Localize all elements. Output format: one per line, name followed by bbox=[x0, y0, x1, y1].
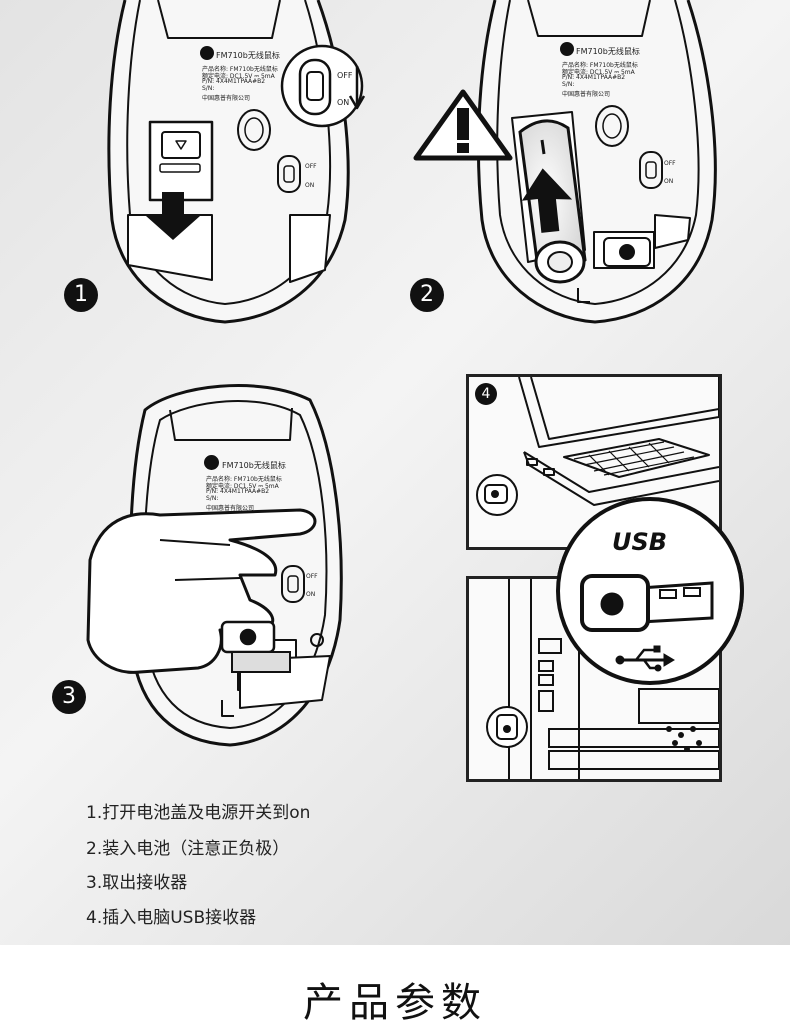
step2-label-line-4: S/N: bbox=[562, 81, 575, 88]
step4-laptop-box: 4 bbox=[466, 374, 722, 550]
instruction-1: 1.打开电池盖及电源开关到on bbox=[86, 803, 311, 823]
step3-receiver bbox=[220, 620, 291, 673]
instruction-panel: 4 bbox=[0, 0, 790, 945]
step2-label-line-2: 额定电流: DC1.5V ⎓ 5mA bbox=[562, 69, 635, 76]
step2-model-title: FM710b无线鼠标 bbox=[576, 47, 640, 56]
step3-switch-on: ON bbox=[306, 591, 316, 598]
step1-hp-logo bbox=[200, 46, 214, 60]
step1-label-line-5: 中国惠普有限公司 bbox=[202, 95, 251, 102]
zoom-switch-on: ON bbox=[337, 98, 350, 107]
step1-switch-off: OFF bbox=[305, 163, 317, 170]
step2-hp-logo bbox=[560, 42, 574, 56]
instruction-2: 2.装入电池（注意正负极） bbox=[86, 839, 290, 859]
zoom-switch-off: OFF bbox=[337, 71, 353, 80]
tower-svg bbox=[486, 579, 719, 779]
step2-up-arrow bbox=[521, 168, 573, 233]
step2-number: 2 bbox=[410, 278, 444, 312]
step4-number: 4 bbox=[475, 383, 497, 405]
step1-number: 1 bbox=[64, 278, 98, 312]
step3-label-line-4: S/N: bbox=[206, 495, 219, 502]
step2-label-line-5: 中国惠普有限公司 bbox=[562, 91, 611, 98]
instruction-4: 4.插入电脑USB接收器 bbox=[86, 908, 257, 928]
step1-label-line-4: S/N: bbox=[202, 85, 215, 92]
step2-switch-off: OFF bbox=[664, 160, 676, 167]
step1-switch-on: ON bbox=[305, 182, 315, 189]
step1-down-arrow bbox=[146, 192, 200, 240]
step1-label-line-2: 额定电流: DC1.5V ⎓ 5mA bbox=[202, 73, 275, 80]
step2-receiver bbox=[603, 237, 651, 267]
laptop-svg bbox=[476, 377, 719, 516]
instruction-3: 3.取出接收器 bbox=[86, 873, 188, 893]
step3-number: 3 bbox=[52, 680, 86, 714]
step3-hp-logo bbox=[204, 455, 219, 470]
step3-label-line-3: P/N: 4X4M1TPAA#B2 bbox=[206, 488, 270, 495]
usb-label: USB bbox=[612, 528, 668, 556]
step1-label-line-3: P/N: 4X4M1TPAA#B2 bbox=[202, 78, 266, 85]
desktop-tower-box bbox=[466, 576, 722, 782]
step3-model-title: FM710b无线鼠标 bbox=[222, 461, 286, 470]
step1-label-line-1: 产品名称: FM710b无线鼠标 bbox=[202, 66, 278, 73]
step2-label-line-3: P/N: 4X4M1TPAA#B2 bbox=[562, 74, 626, 81]
step1-mouse bbox=[107, 0, 366, 324]
section-title: 产品参数 bbox=[303, 980, 487, 1026]
step3-label-line-2: 额定电流: DC1.5V ⎓ 5mA bbox=[206, 483, 279, 490]
step1-model-title: FM710b无线鼠标 bbox=[216, 51, 280, 60]
step3-switch-off: OFF bbox=[306, 573, 318, 580]
step2-switch-on: ON bbox=[664, 178, 674, 185]
step3-label-line-5: 中国惠普有限公司 bbox=[206, 505, 255, 512]
hand bbox=[86, 508, 317, 674]
warning-icon bbox=[413, 89, 513, 161]
step3-label-line-1: 产品名称: FM710b无线鼠标 bbox=[206, 476, 282, 483]
step2-label-line-1: 产品名称: FM710b无线鼠标 bbox=[562, 62, 638, 69]
